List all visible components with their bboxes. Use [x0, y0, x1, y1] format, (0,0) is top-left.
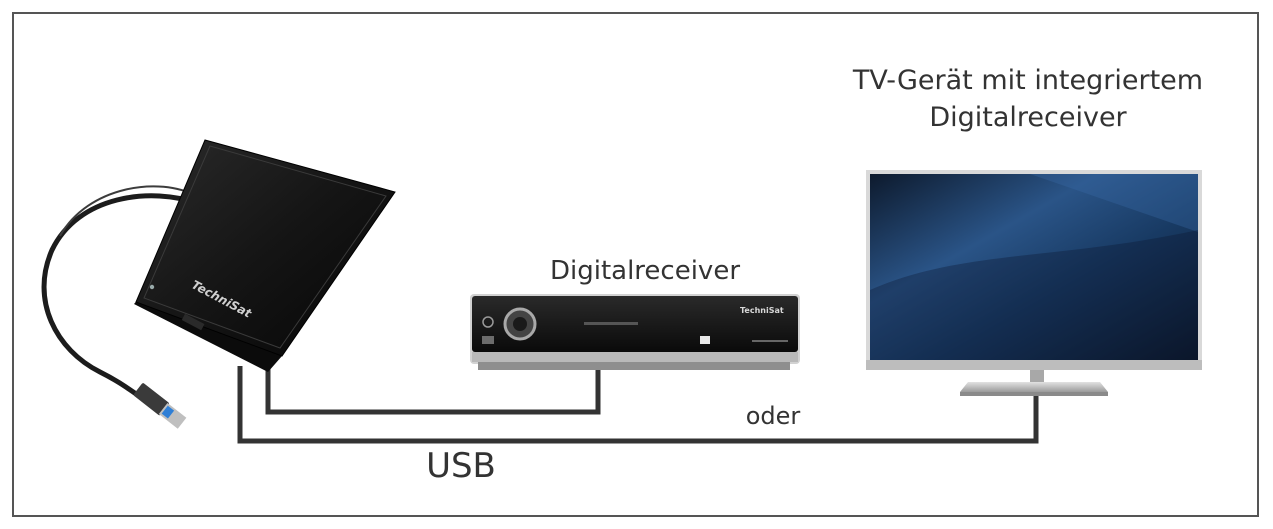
hdd-usb-cable [41, 193, 201, 401]
tv-label-line1: TV-Gerät mit integriertem [852, 65, 1204, 96]
tv-label: TV-Gerät mit integriertem Digitalreceive… [818, 62, 1238, 136]
receiver-brand-logo: TechniSat [740, 306, 784, 315]
usb-cable-to-receiver [265, 364, 601, 415]
usb-label: USB [426, 446, 496, 486]
oder-label: oder [745, 402, 801, 430]
set-top-box-icon: TechniSat [470, 294, 800, 370]
receiver-label: Digitalreceiver [549, 256, 741, 286]
flat-tv-icon [866, 170, 1202, 396]
usb-cable-to-tv [237, 366, 1039, 444]
external-hard-drive-icon: TechniSat [41, 139, 396, 429]
tv-label-line2: Digitalreceiver [929, 102, 1127, 133]
cables [237, 364, 1039, 444]
usb-plug-icon [133, 383, 187, 429]
